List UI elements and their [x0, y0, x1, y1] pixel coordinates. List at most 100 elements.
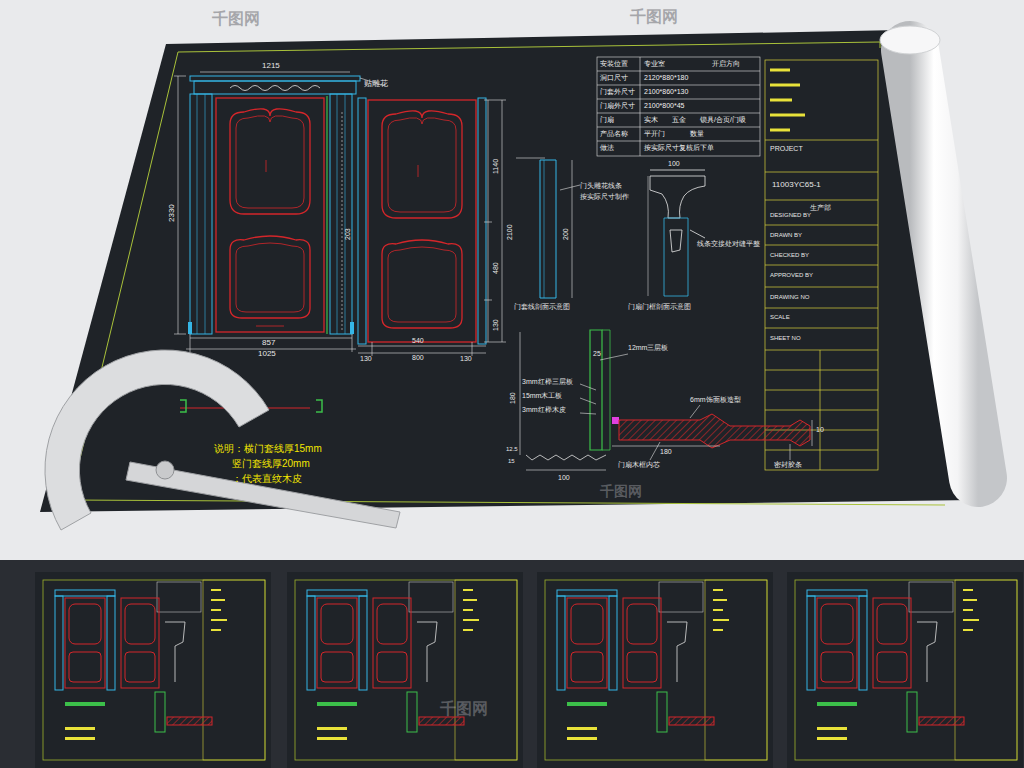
table-cell: 按实际尺寸复核后下单	[644, 144, 714, 152]
paper-roll	[880, 26, 940, 54]
dimension-lines	[484, 222, 492, 223]
table-cell: 做法	[600, 144, 614, 152]
table-cell: 数量	[690, 130, 704, 138]
dimension-text: 15	[508, 458, 515, 465]
title-block	[765, 308, 878, 309]
door-frame-section	[544, 160, 545, 298]
door-leaf-section	[520, 332, 521, 455]
info-table	[597, 85, 760, 86]
title-block	[765, 328, 878, 329]
dimension-text: 480	[492, 262, 500, 274]
info-table	[597, 71, 760, 72]
door-head-section	[650, 176, 705, 218]
info-table	[597, 141, 760, 142]
dimension-text: 1025	[258, 350, 276, 359]
door-elevation-left	[326, 96, 327, 334]
dimension-lines	[200, 72, 350, 73]
door-leaf-section	[602, 330, 610, 450]
title-block	[765, 450, 878, 451]
door-elevation-right	[368, 100, 476, 342]
title-block-text: PROJECT	[770, 145, 803, 153]
callout-text: 3mm红榉三层板	[522, 378, 573, 386]
background	[0, 0, 1024, 560]
thumbnail-sheets	[35, 572, 1023, 768]
door-elevation-right	[388, 247, 456, 322]
watermark: 千图网	[600, 484, 642, 499]
door-frame-section	[560, 185, 580, 190]
door-elevation-right	[382, 240, 462, 328]
dimension-text: 100	[558, 474, 570, 482]
title-block	[765, 225, 878, 226]
title-block-text: DRAWING NO	[770, 294, 809, 301]
door-head-section	[690, 230, 705, 238]
door-elevation-left	[345, 94, 346, 334]
dimension-text: 180	[509, 392, 517, 404]
title-block	[770, 99, 792, 102]
table-cell: 专业室	[644, 60, 665, 68]
door-leaf-section	[600, 354, 628, 360]
dimension-lines	[484, 100, 506, 101]
protractor	[126, 462, 400, 528]
drawing-sheet	[40, 30, 975, 512]
door-elevation-left	[256, 160, 284, 326]
dimension-text: 25	[593, 350, 601, 358]
title-block-text: 11003YC65-1	[772, 181, 821, 190]
door-head-section	[648, 170, 705, 296]
door-head-section	[650, 170, 705, 171]
door-elevation-right	[382, 111, 462, 218]
door-elevation-right	[418, 165, 419, 177]
dimension-text: 203	[344, 228, 352, 240]
info-table	[597, 57, 760, 156]
callout-text: 密封胶条	[774, 461, 802, 469]
info-table	[597, 113, 760, 114]
door-elevation-left	[190, 76, 360, 81]
dimension-text: 857	[262, 339, 275, 348]
dimension-lines	[342, 112, 343, 330]
callout-text: 门扇木框内芯	[618, 461, 660, 469]
thumbnail-sheets	[287, 572, 523, 768]
dimension-text: 100	[668, 160, 680, 168]
watermark: 千图网	[630, 8, 678, 26]
callout-text: 贴雕花	[364, 80, 388, 89]
door-leaf-section	[526, 455, 606, 460]
table-cell: 实木	[644, 116, 658, 124]
door-elevation-left	[236, 116, 304, 208]
title-block	[770, 114, 805, 117]
door-leaf-section	[520, 330, 812, 470]
legend-profile	[180, 400, 186, 412]
title-block	[765, 287, 878, 288]
title-block	[765, 200, 878, 201]
door-head-section	[664, 218, 688, 296]
door-leaf-section	[650, 442, 660, 460]
door-head-section	[648, 176, 649, 296]
dimension-lines	[372, 342, 373, 356]
paper-roll	[910, 50, 978, 478]
door-frame-section	[516, 158, 580, 298]
door-elevation-left	[188, 76, 360, 334]
table-cell: 门套外尺寸	[600, 88, 635, 96]
door-leaf-section	[619, 414, 810, 448]
legend-profile	[316, 400, 322, 412]
table-cell: 门扇	[600, 116, 614, 124]
door-leaf-section	[790, 444, 791, 460]
dimension-text: 200	[562, 228, 570, 240]
drawing-sheet	[40, 30, 975, 512]
door-elevation-left	[205, 94, 206, 334]
dimension-lines	[502, 100, 503, 342]
thumbnail-sheets	[35, 572, 271, 768]
dimension-text: 10	[816, 426, 824, 434]
callout-text: 门头雕花线条	[580, 182, 622, 190]
door-elevation-right	[478, 98, 486, 344]
table-cell: 门扇外尺寸	[600, 102, 635, 110]
title-block	[770, 69, 790, 72]
door-leaf-section	[526, 470, 606, 471]
title-block	[765, 265, 878, 266]
dimension-lines	[488, 100, 489, 342]
dimension-text: 130	[360, 355, 372, 363]
callout-text: 3mm红榉木皮	[522, 406, 566, 414]
drawing-sheet	[178, 42, 880, 52]
title-block	[770, 84, 800, 87]
